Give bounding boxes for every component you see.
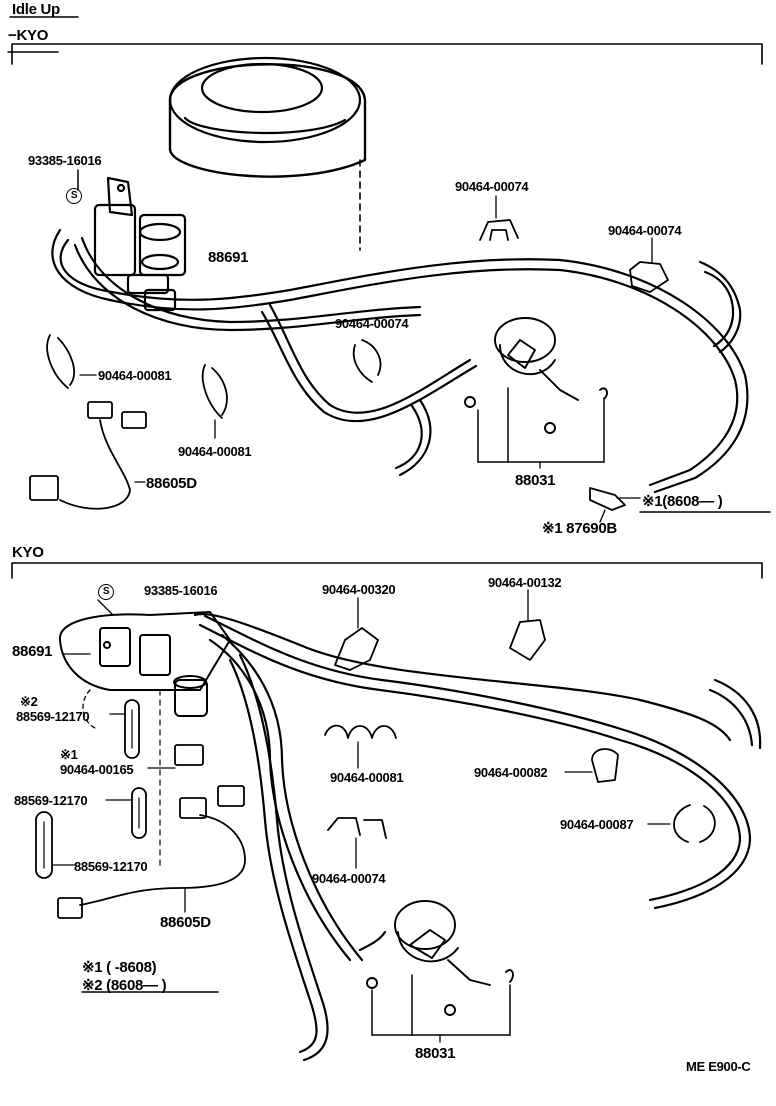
- legend-line2: ※2 (8608― ): [82, 977, 167, 994]
- label-clamp-087: 90464-00087: [560, 817, 634, 832]
- label-actuator-bottom: 88031: [415, 1045, 456, 1062]
- label-clamp-132: 90464-00132: [488, 575, 562, 590]
- air-cleaner-top: [168, 56, 367, 251]
- section-header-bottom: KYO: [12, 544, 44, 561]
- s-mark-bottom: S: [98, 584, 117, 600]
- label-bolt-top: 93385-16016: [28, 153, 102, 168]
- label-clamp-081: 90464-00081: [330, 770, 404, 785]
- valve-87690b: [589, 487, 771, 523]
- harness-top: [29, 401, 147, 510]
- label-star2: ※2: [20, 694, 38, 709]
- label-clamp-top1: 90464-00074: [455, 179, 529, 194]
- label-star1: ※1: [60, 747, 78, 762]
- section-header-top: −KYO: [8, 27, 49, 44]
- label-clamp-mid: 90464-00074: [335, 316, 409, 331]
- label-actuator-top: 88031: [515, 472, 556, 489]
- label-vsv-bottom: 88691: [12, 643, 53, 660]
- label-clamp-165: 90464-00165: [60, 762, 134, 777]
- vsv-assembly-bottom: [58, 599, 231, 717]
- label-clamp-left2: 90464-00081: [178, 444, 252, 459]
- label-clamp-320: 90464-00320: [322, 582, 396, 597]
- label-clamp-082: 90464-00082: [474, 765, 548, 780]
- label-note1-top: ※1(8608― ): [642, 493, 723, 510]
- label-clamp-left: 90464-00081: [98, 368, 172, 383]
- label-harness-bottom: 88605D: [160, 914, 211, 931]
- legend-line1: ※1 ( -8608): [82, 959, 157, 976]
- hoses-bottom: [193, 613, 762, 1062]
- vsv-assembly-top: [77, 169, 187, 312]
- s-mark-top: S: [66, 188, 85, 204]
- clamps-top: [46, 195, 669, 439]
- label-clamp-top2: 90464-00074: [608, 223, 682, 238]
- hoses-top: [51, 228, 749, 494]
- harness-bottom: [57, 744, 246, 919]
- clamps-bottom: [324, 589, 716, 869]
- label-harness-top: 88605D: [146, 475, 197, 492]
- actuator-top: [464, 317, 608, 469]
- diagram-code: ME E900-C: [686, 1059, 751, 1074]
- section-bracket-top: [11, 43, 763, 65]
- label-resistor-a: 88569-12170: [16, 709, 90, 724]
- label-resistor-c: 88569-12170: [74, 859, 148, 874]
- section-bracket-bottom: [11, 562, 763, 579]
- label-bolt-bottom: 93385-16016: [144, 583, 218, 598]
- resistors: [35, 689, 161, 879]
- diagram-title: Idle Up: [12, 1, 60, 18]
- label-clamp-074: 90464-00074: [312, 871, 386, 886]
- label-vsv-top: 88691: [208, 249, 249, 266]
- label-87690b: ※1 87690B: [542, 520, 617, 537]
- label-resistor-b: 88569-12170: [14, 793, 88, 808]
- actuator-bottom: [366, 900, 514, 1043]
